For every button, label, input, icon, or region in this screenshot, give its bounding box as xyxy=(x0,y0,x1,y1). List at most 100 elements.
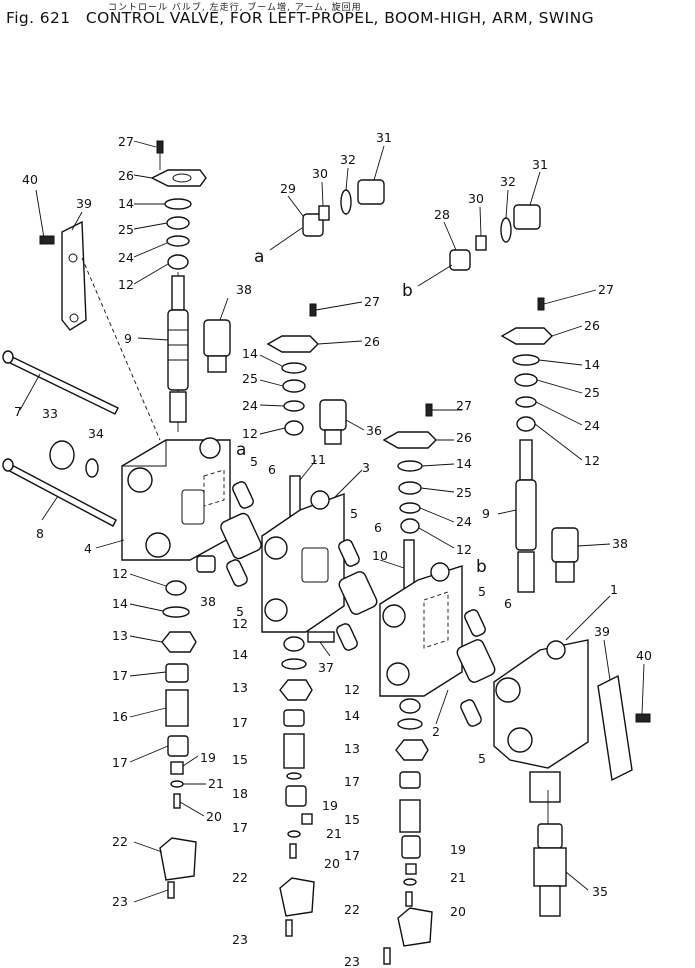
callout: 12 xyxy=(242,426,258,441)
callout: 24 xyxy=(242,398,258,413)
cover-13-b xyxy=(279,679,313,701)
leader-24-b xyxy=(259,404,285,407)
valve-body-4 xyxy=(121,437,231,561)
callout: 9 xyxy=(482,506,490,521)
callout: 34 xyxy=(88,426,104,441)
cap-17-e xyxy=(399,771,421,789)
callout: 22 xyxy=(112,834,128,849)
cap-17-d xyxy=(285,785,307,807)
port-2-b xyxy=(386,662,410,686)
cap-17-f xyxy=(401,835,421,859)
callout: 1 xyxy=(610,582,618,597)
callout: 12 xyxy=(112,566,128,581)
callout: 30 xyxy=(468,191,484,206)
spring-30-b xyxy=(475,235,487,251)
leader-23-a xyxy=(133,889,169,903)
cover-26-b xyxy=(266,335,319,353)
callout: 26 xyxy=(118,168,134,183)
oring-14-d xyxy=(281,658,307,670)
leader-25-b xyxy=(259,379,284,387)
wiper-12-b xyxy=(165,580,187,596)
leader-12-b xyxy=(129,573,167,587)
middle-lower-stack xyxy=(279,636,315,937)
spool-9-left-head xyxy=(171,275,185,311)
letter-b-upper: b xyxy=(402,281,413,301)
callout: 5 xyxy=(478,751,486,766)
spool-11 xyxy=(289,475,301,517)
right-upper-stack xyxy=(500,297,579,593)
middle-upper-stack xyxy=(266,303,319,436)
leader-11 xyxy=(299,459,317,481)
cover-13-a xyxy=(161,631,197,653)
bolt-27-a xyxy=(156,140,164,154)
callout: 27 xyxy=(118,134,134,149)
valve-body-3 xyxy=(261,475,345,643)
spring-16 xyxy=(165,689,189,727)
callout: 21 xyxy=(326,826,342,841)
wiper-12-g xyxy=(516,416,536,432)
leader-4 xyxy=(95,539,125,549)
port-1-b xyxy=(507,727,533,753)
callout: 32 xyxy=(500,174,516,189)
cap-22-c xyxy=(397,907,433,947)
callout: 13 xyxy=(232,680,248,695)
spool-9-left-tail xyxy=(169,391,187,423)
gasket-6-c xyxy=(456,639,496,683)
callout: 26 xyxy=(584,318,600,333)
callout: 25 xyxy=(456,485,472,500)
callout: 21 xyxy=(208,776,224,791)
bolt-40-right xyxy=(635,713,651,723)
letter-a-lower: a xyxy=(236,440,246,460)
bolt-20-b xyxy=(289,843,297,859)
leader-38-right xyxy=(577,543,611,547)
callout: 15 xyxy=(232,752,248,767)
leader-36 xyxy=(345,419,365,431)
leader-25-d xyxy=(536,379,583,394)
port-3-a xyxy=(264,536,288,560)
plug-33-ring-34 xyxy=(49,440,99,478)
callout: 35 xyxy=(592,884,608,899)
cap-17-c xyxy=(283,709,305,727)
callout: 24 xyxy=(584,418,600,433)
valve-body-3-outline xyxy=(261,493,345,633)
leader-24-d xyxy=(535,401,583,426)
leader-31-a xyxy=(373,145,385,181)
callout: 20 xyxy=(450,904,466,919)
callout: 13 xyxy=(112,628,128,643)
valve-body-1-boss xyxy=(529,771,561,803)
gasket-5-a xyxy=(232,481,254,509)
cover-13-c xyxy=(395,739,429,761)
callout: 38 xyxy=(612,536,628,551)
callout-numbers: 27 26 14 25 24 12 40 39 9 38 7 33 34 8 4… xyxy=(14,130,652,968)
leader-17-a xyxy=(129,671,167,677)
leader-20-a xyxy=(179,801,205,817)
cover-26-d xyxy=(500,327,553,345)
bracket-dashed-lead xyxy=(81,257,161,441)
leader-39-left xyxy=(71,211,83,231)
callout: 20 xyxy=(324,856,340,871)
oring-14-a xyxy=(164,198,192,210)
plug-31-a xyxy=(357,179,385,205)
poppet-28 xyxy=(449,249,471,271)
figure-number: Fig. 621 xyxy=(6,9,71,27)
bracket-hole-1 xyxy=(68,253,78,263)
callout: 39 xyxy=(76,196,92,211)
callout: 40 xyxy=(636,648,652,663)
leader-25-c xyxy=(420,487,455,493)
port-1-c xyxy=(546,640,566,660)
callout: 6 xyxy=(504,596,512,611)
leader-9-right xyxy=(497,509,517,515)
figure-title: CONTROL VALVE, FOR LEFT-PROPEL, BOOM-HIG… xyxy=(85,9,595,27)
ring-24-a xyxy=(166,235,190,247)
spool-9-right-head xyxy=(519,439,533,481)
callout: 14 xyxy=(112,596,128,611)
leader-1 xyxy=(565,595,611,641)
plug-38-right-thread xyxy=(555,561,575,583)
japanese-title: コントロール バルブ, 左走行, ブーム増, アーム, 旋回用 xyxy=(108,3,362,12)
callout: 17 xyxy=(112,668,128,683)
callout: 27 xyxy=(456,398,472,413)
callout: 19 xyxy=(200,750,216,765)
callout: 14 xyxy=(242,346,258,361)
